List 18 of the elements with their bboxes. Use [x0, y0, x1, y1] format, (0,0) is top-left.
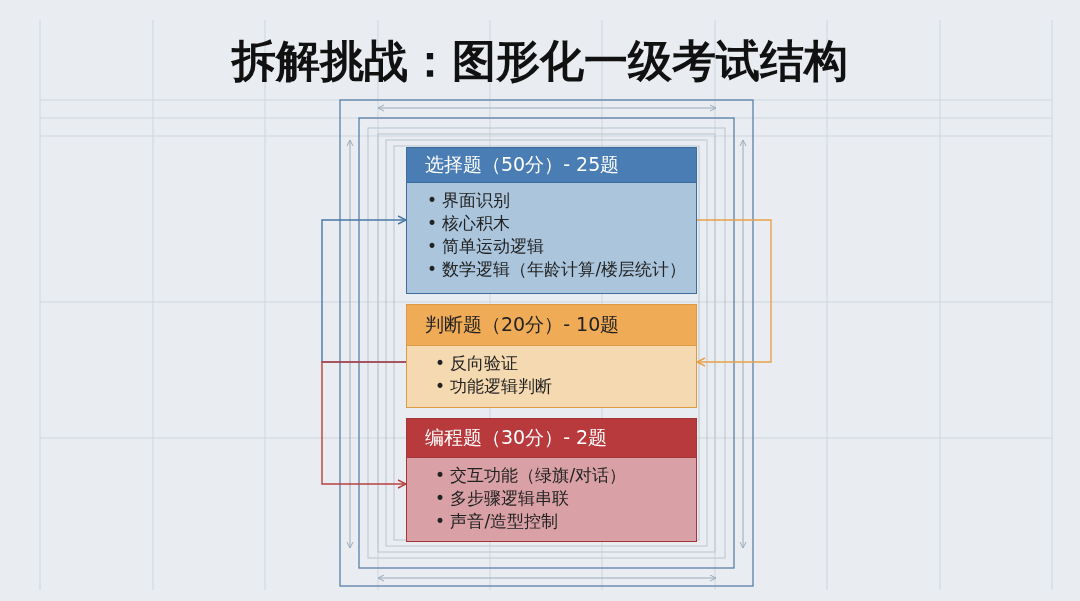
bullet-item: • 多步骤逻辑串联 — [435, 487, 570, 510]
section-card — [406, 304, 697, 408]
bullet-item: • 数学逻辑（年龄计算/楼层统计） — [427, 258, 687, 281]
header-text: 编程题（30分）- 2题 — [425, 425, 608, 450]
bullet-item: • 声音/造型控制 — [435, 510, 559, 533]
bullet-item: • 功能逻辑判断 — [435, 375, 553, 398]
title: 拆解挑战：图形化一级考试结构 — [232, 34, 848, 88]
bullet-item: • 核心积木 — [427, 212, 511, 235]
bullet-item: • 界面识别 — [427, 189, 511, 212]
header-text: 选择题（50分）- 25题 — [425, 152, 620, 177]
section-card — [406, 418, 697, 542]
bullet-item: • 反向验证 — [435, 352, 519, 375]
bullet-item: • 交互功能（绿旗/对话） — [435, 464, 627, 487]
section-card — [406, 147, 697, 294]
bullet-item: • 简单运动逻辑 — [427, 235, 545, 258]
arrow — [696, 219, 772, 367]
header-text: 判断题（20分）- 10题 — [425, 312, 620, 337]
arrow — [321, 361, 407, 489]
